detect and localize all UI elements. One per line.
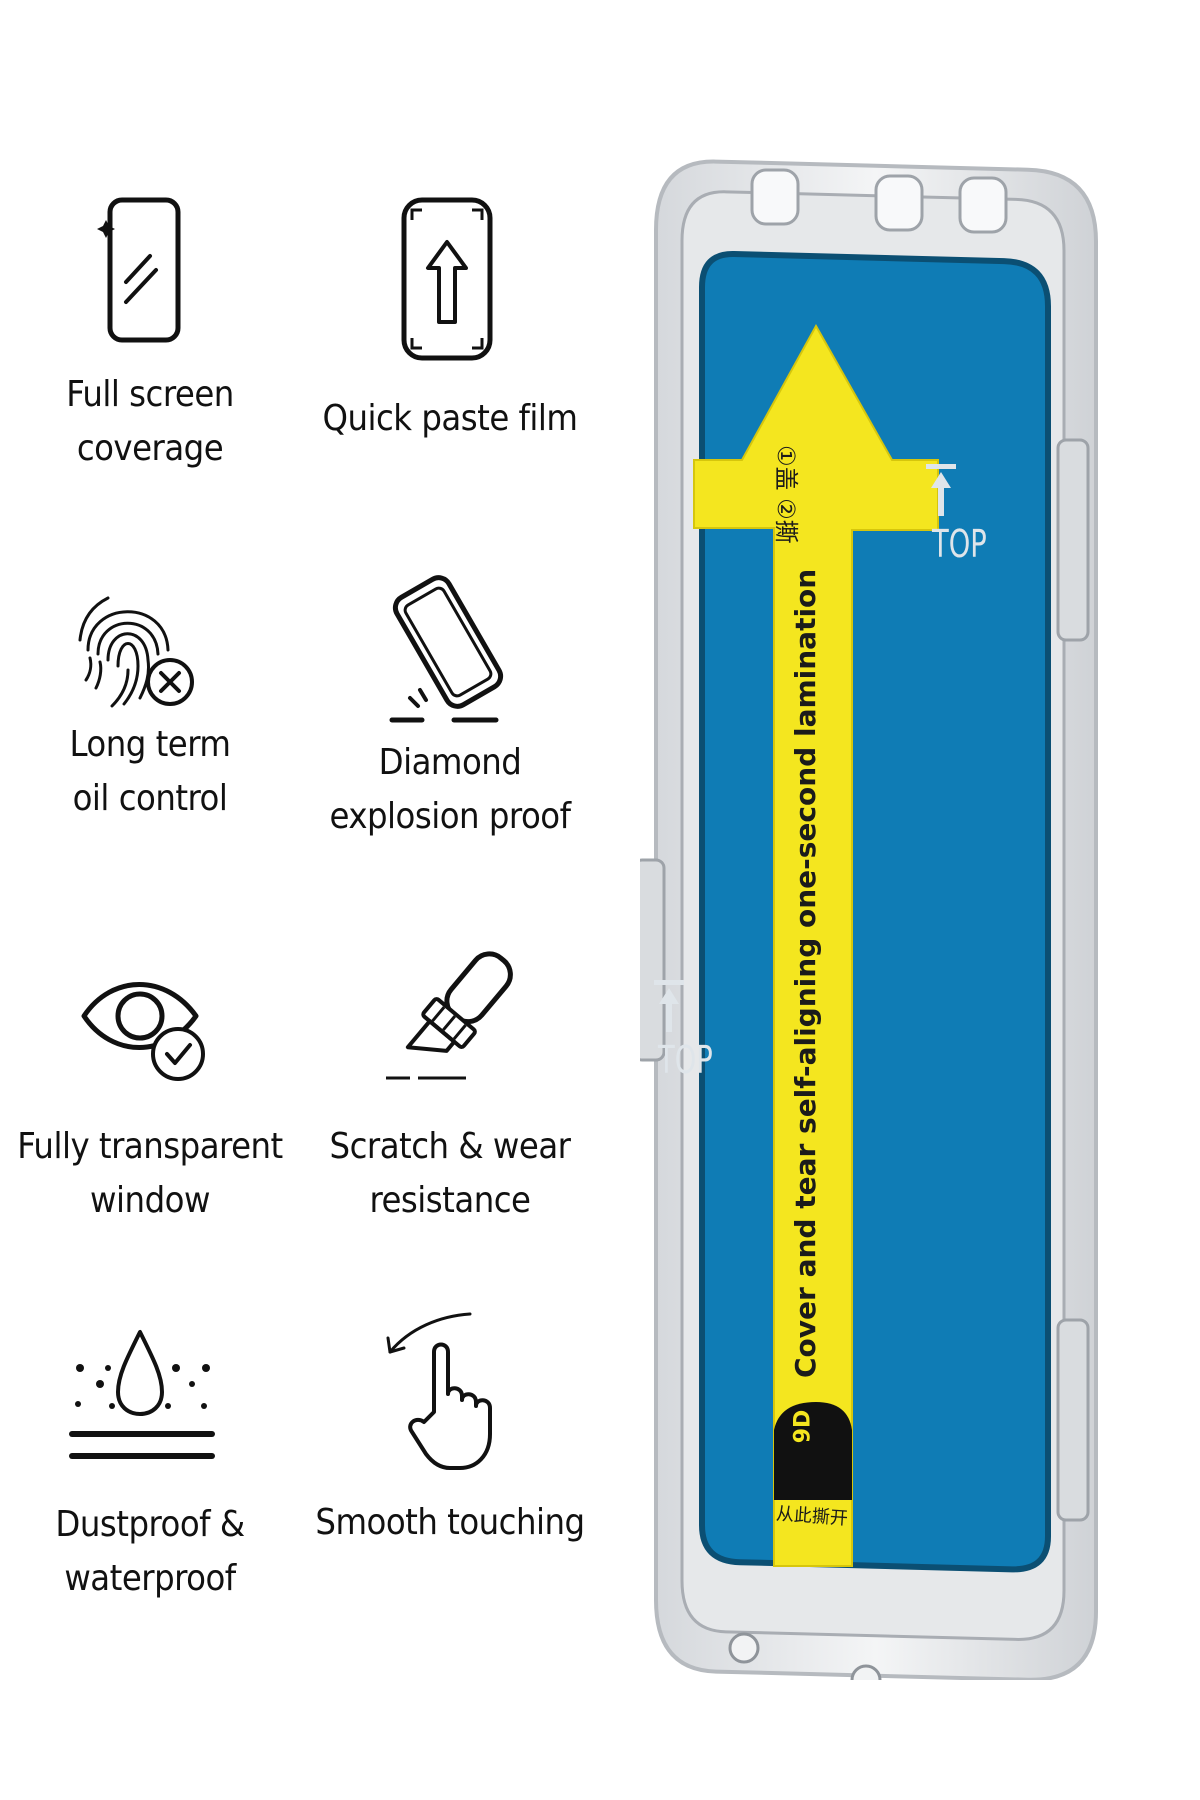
yellow-tear-arrow <box>693 323 939 1567</box>
eye-check-icon <box>81 982 205 1081</box>
feature-label: Fully transparent window <box>17 1126 283 1221</box>
feature-label: Quick paste film <box>322 398 578 439</box>
top-label-right: TOP <box>932 522 987 566</box>
top-label-left: TOP <box>658 1038 713 1082</box>
feature-smooth-touching: Smooth touching <box>300 1300 600 1600</box>
touch-hand-icon <box>386 1312 492 1470</box>
feature-quick-paste-film: Quick paste film <box>300 190 600 490</box>
cover-tear-steps-text: ①盖 ②撕 <box>772 445 800 544</box>
feature-long-term-oil-control: Long term oil control <box>0 570 300 870</box>
feature-scratch-wear-resistance: Scratch & wear resistance <box>300 940 600 1240</box>
feature-full-screen-coverage: Full screen coverage <box>0 190 300 490</box>
water-drop-dust-icon <box>69 1330 215 1459</box>
tear-here-label: 从此撕开 <box>775 1503 849 1530</box>
arrow-up-phone-icon <box>401 197 493 361</box>
feature-dustproof-waterproof: Dustproof & waterproof <box>0 1320 300 1640</box>
feature-label: Scratch & wear resistance <box>329 1126 571 1221</box>
9d-badge: 9D <box>790 1409 816 1444</box>
feature-label: Dustproof & waterproof <box>55 1504 245 1599</box>
feature-label: Diamond explosion proof <box>329 742 571 837</box>
fingerprint-x-icon <box>78 596 194 708</box>
feature-label: Smooth touching <box>315 1502 585 1543</box>
feature-diamond-explosion-proof: Diamond explosion proof <box>300 570 600 870</box>
feature-label: Long term oil control <box>69 724 231 819</box>
lamination-strip-text: Cover and tear self-aligning one-second … <box>789 568 822 1378</box>
feature-label: Full screen coverage <box>66 374 234 469</box>
utility-knife-icon <box>386 951 513 1080</box>
phone-screen-icon <box>97 197 181 343</box>
dropping-phone-icon <box>389 575 504 723</box>
screen-protector-product-image: Cover and tear self-aligning one-second … <box>640 140 1200 1680</box>
installation-tray <box>640 159 1098 1680</box>
top-arrow-icon <box>654 464 956 1032</box>
feature-fully-transparent-window: Fully transparent window <box>0 940 300 1240</box>
